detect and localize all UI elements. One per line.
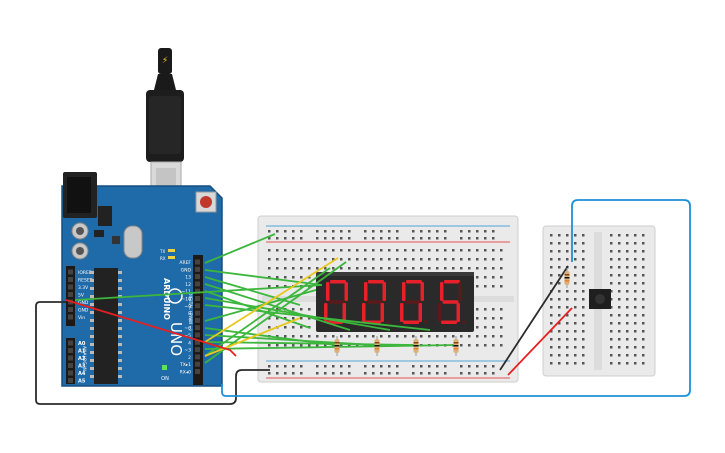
digital-pin-label: GND bbox=[181, 267, 192, 273]
digital-pin-label: 2 bbox=[188, 355, 191, 361]
power-pin-label: RESET bbox=[78, 278, 93, 284]
resistor bbox=[413, 336, 419, 356]
analog-pin-label: A5 bbox=[78, 379, 86, 385]
resistors bbox=[334, 268, 570, 356]
digital-pin-label: 7 bbox=[188, 318, 191, 324]
digital-label: DIGITAL (PWM ~) bbox=[187, 292, 193, 331]
display-digit bbox=[324, 280, 352, 324]
digital-pin-label: 13 bbox=[185, 275, 191, 281]
on-label: ON bbox=[161, 376, 169, 382]
display-digit bbox=[400, 280, 428, 324]
analog-pin-label: A4 bbox=[78, 371, 86, 377]
on-led bbox=[162, 365, 167, 370]
resistor bbox=[334, 336, 340, 356]
analog-pin-label: A0 bbox=[78, 341, 86, 347]
digital-pin-label: 8 bbox=[188, 311, 191, 317]
wire-gnd bbox=[204, 233, 276, 264]
digital-pin-label: ~11 bbox=[182, 289, 192, 295]
digital-pin-label: ~10 bbox=[182, 297, 192, 303]
usb-cable: ⚡ bbox=[146, 48, 184, 207]
arduino-uno-board: TX RX ON AREFGND1312~11~10~987~6~54~32TX… bbox=[61, 172, 223, 387]
board-name: UNO bbox=[167, 322, 185, 356]
display-digit bbox=[362, 280, 390, 324]
display-digit bbox=[438, 280, 466, 324]
digital-pin-label: ~3 bbox=[184, 348, 191, 354]
svg-text:⚡: ⚡ bbox=[162, 56, 168, 66]
power-pin-label: 3.3V bbox=[78, 285, 89, 291]
pushbutton[interactable] bbox=[589, 289, 611, 309]
rx-label: RX bbox=[160, 256, 166, 261]
resistor bbox=[564, 268, 570, 288]
analog-header bbox=[66, 338, 75, 384]
wire-blue bbox=[221, 199, 691, 397]
digital-pin-label: ~5 bbox=[184, 333, 191, 339]
digital-pin-label: AREF bbox=[179, 260, 191, 266]
digital-pin-label: ~9 bbox=[184, 304, 191, 310]
tx-label: TX bbox=[159, 249, 165, 254]
power-pin-label: 5V bbox=[78, 293, 85, 299]
digital-pin-label: 12 bbox=[185, 282, 191, 288]
atmega-chip bbox=[94, 268, 118, 384]
wire-ground bbox=[35, 301, 270, 405]
resistor bbox=[374, 336, 380, 356]
analog-pin-label: A1 bbox=[78, 349, 86, 355]
power-pin-label: GND bbox=[78, 300, 89, 306]
analog-label: ANALOG IN bbox=[81, 346, 87, 371]
power-pin-label: GND bbox=[78, 308, 89, 314]
seven-segment-display bbox=[316, 272, 474, 332]
analog-pin-label: A2 bbox=[78, 356, 86, 362]
wire-5v bbox=[65, 299, 237, 357]
digital-pin-label: 4 bbox=[188, 340, 191, 346]
digital-pin-label: TX▸1 bbox=[179, 362, 191, 368]
analog-pin-label: A3 bbox=[78, 364, 86, 370]
brand-label: ARDUINO bbox=[162, 278, 171, 320]
digital-pin-label: RX◂0 bbox=[180, 370, 191, 376]
power-pin-label: Vin bbox=[78, 315, 85, 321]
resistor bbox=[453, 336, 459, 356]
digital-pin-label: ~6 bbox=[184, 326, 191, 332]
wires bbox=[35, 199, 691, 405]
power-pin-label: IOREF bbox=[78, 270, 92, 276]
